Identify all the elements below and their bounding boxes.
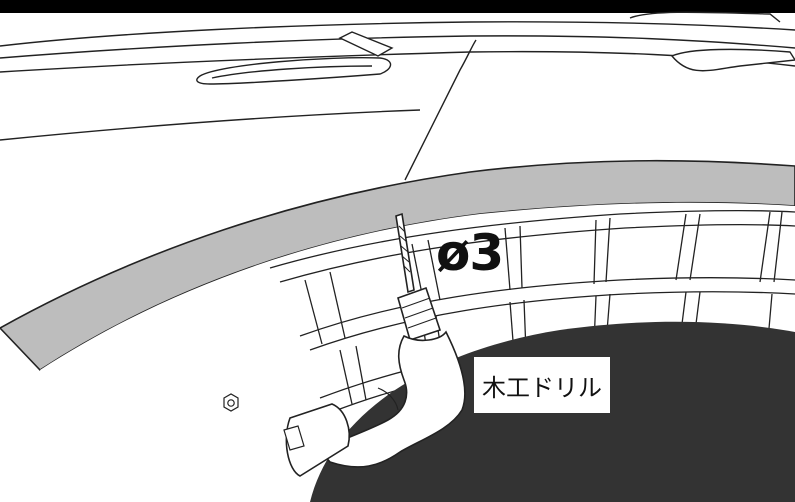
power-drill-icon: [283, 212, 466, 477]
car-body-outline: [0, 11, 795, 181]
tool-name-label: 木工ドリル: [474, 357, 610, 413]
side-trim-piece: [670, 48, 795, 72]
drill-bit-diameter-label: ø3: [436, 224, 504, 282]
hex-bolt-icon: [223, 393, 239, 412]
door-handle: [196, 31, 394, 85]
top-black-bar: [0, 0, 795, 13]
